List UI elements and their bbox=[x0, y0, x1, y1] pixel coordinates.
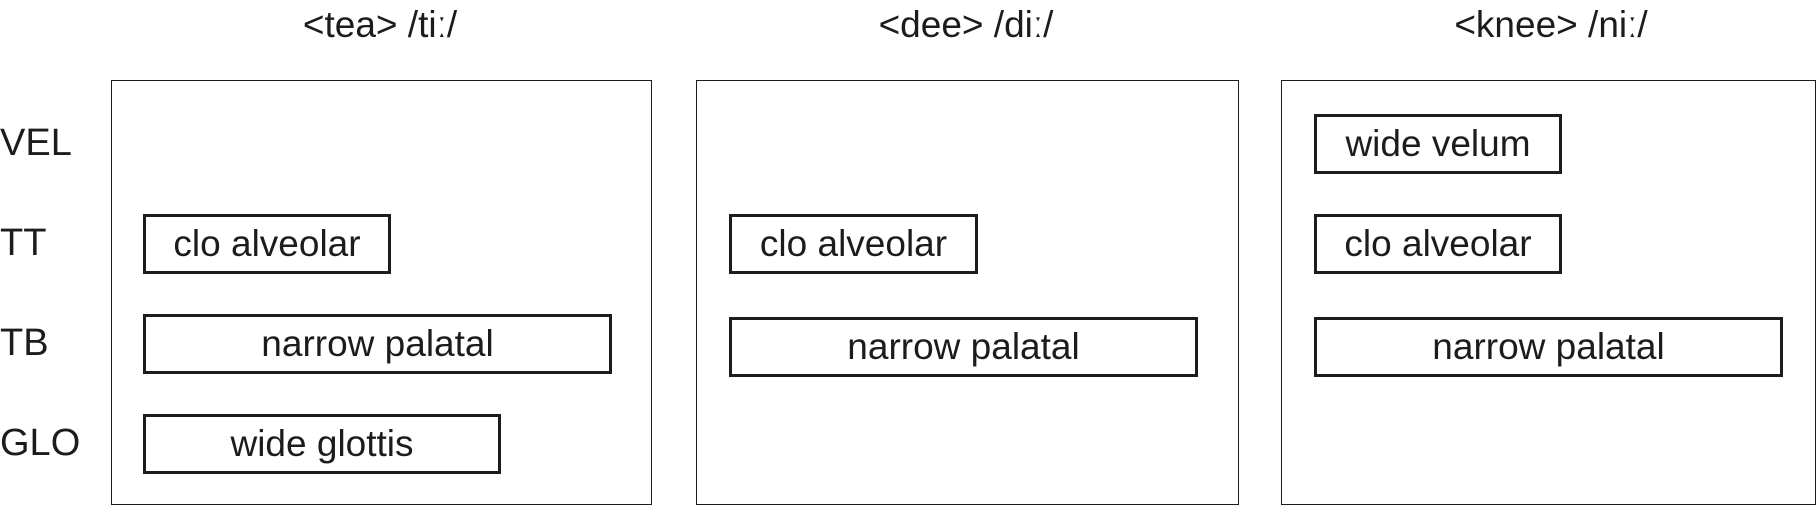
gesture-box-tb: narrow palatal bbox=[1314, 317, 1783, 377]
panel-title-knee: <knee> /niː/ bbox=[1454, 4, 1648, 45]
gestural-score-dee: clo alveolar narrow palatal bbox=[696, 80, 1239, 505]
gesture-box-tt: clo alveolar bbox=[143, 214, 391, 274]
gesture-box-tt: clo alveolar bbox=[1314, 214, 1562, 274]
tier-label-vel: VEL bbox=[0, 122, 72, 164]
tier-label-tt: TT bbox=[0, 222, 47, 264]
tier-label-tb: TB bbox=[0, 322, 49, 364]
gesture-box-tb: narrow palatal bbox=[143, 314, 612, 374]
panel-title-tea: <tea> /tiː/ bbox=[302, 4, 458, 45]
gesture-box-glo: wide glottis bbox=[143, 414, 501, 474]
gesture-box-vel: wide velum bbox=[1314, 114, 1562, 174]
tier-label-glo: GLO bbox=[0, 422, 81, 464]
gestural-score-knee: wide velum clo alveolar narrow palatal bbox=[1281, 80, 1816, 505]
gestural-score-tea: clo alveolar narrow palatal wide glottis bbox=[111, 80, 652, 505]
gesture-box-tt: clo alveolar bbox=[729, 214, 978, 274]
panel-title-dee: <dee> /diː/ bbox=[878, 4, 1054, 45]
gesture-box-tb: narrow palatal bbox=[729, 317, 1198, 377]
